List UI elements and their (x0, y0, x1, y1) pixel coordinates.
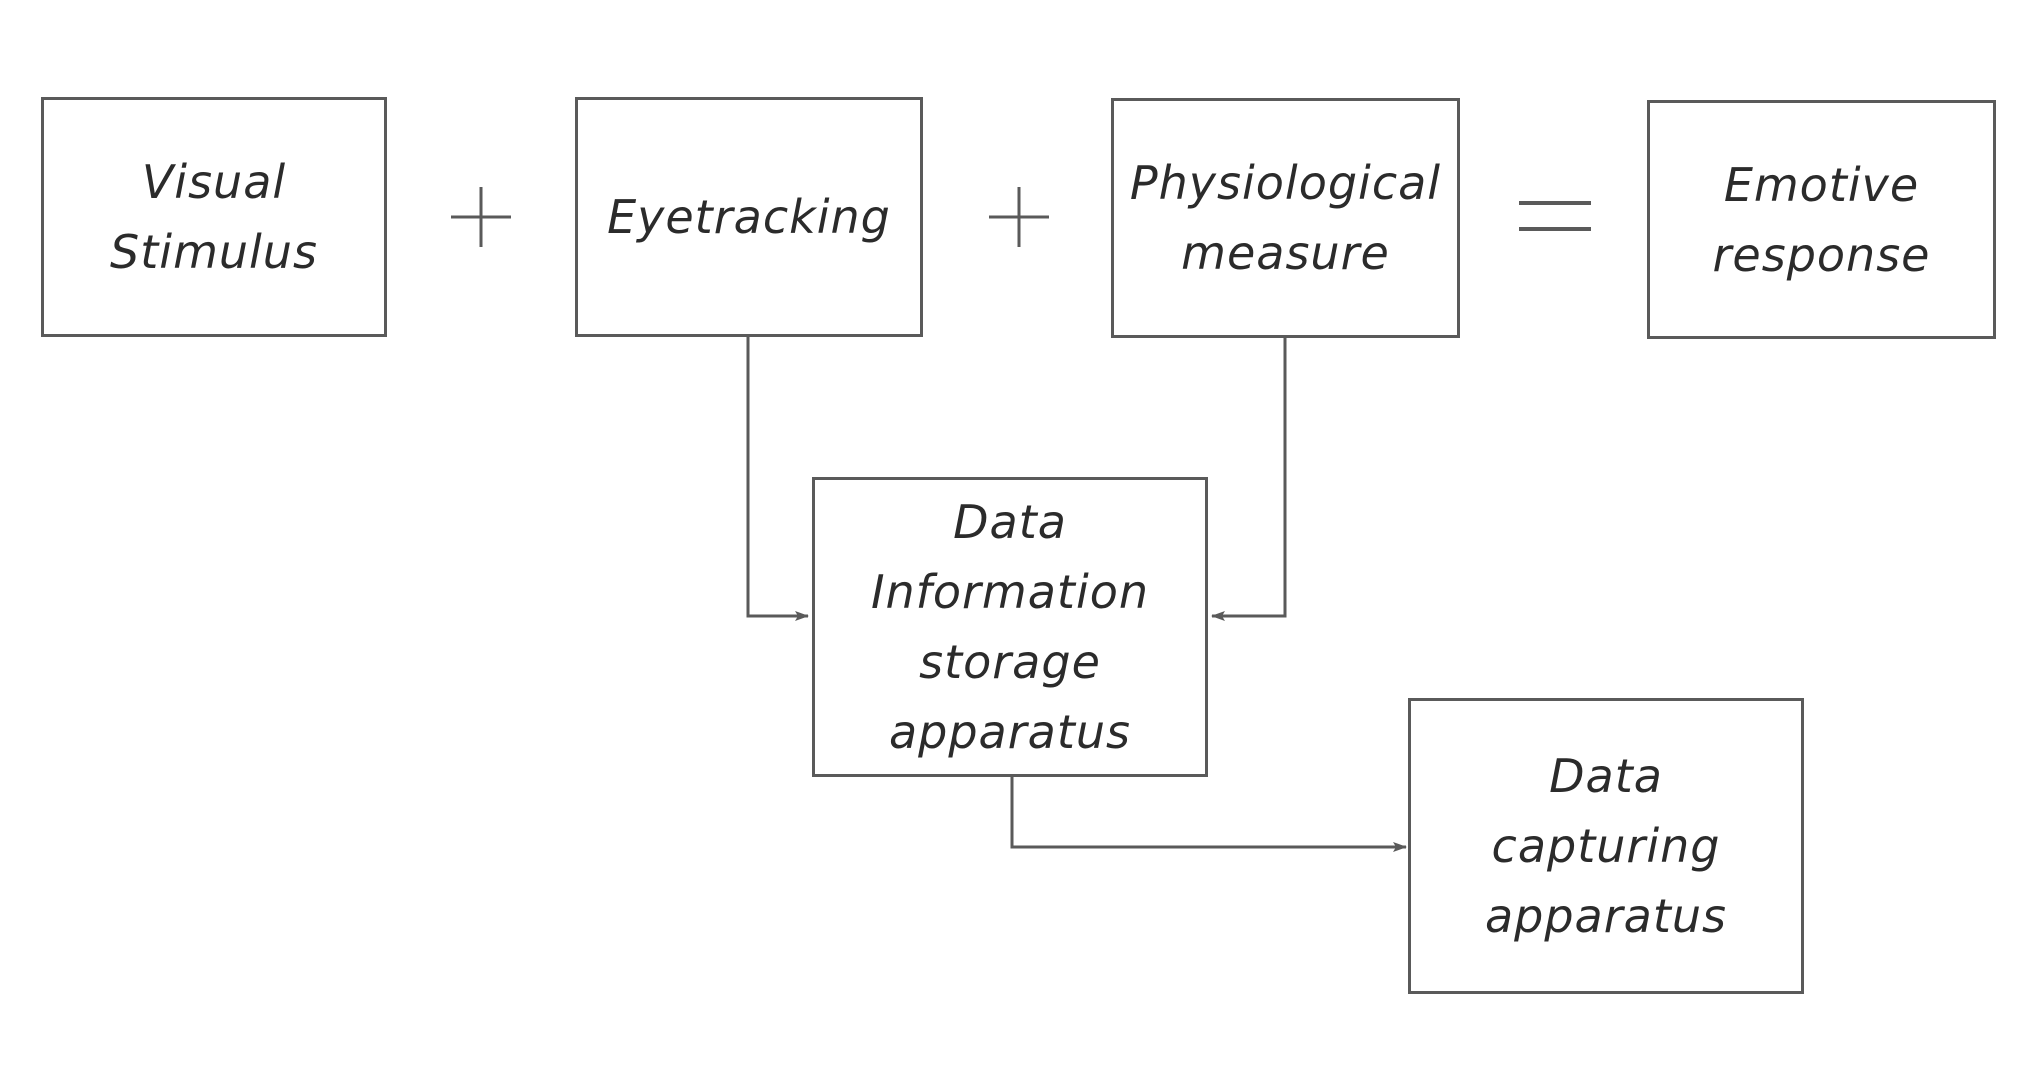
plus-operator-2 (989, 187, 1049, 247)
capturing-label-line1: Data (1549, 741, 1663, 811)
physiological-measure-label-line1: Physiological (1130, 148, 1441, 218)
visual-stimulus-box: Visual Stimulus (41, 97, 387, 337)
physiological-measure-label-line2: measure (1181, 218, 1390, 288)
storage-label-line3: storage (919, 627, 1101, 697)
capturing-label-line3: apparatus (1485, 881, 1727, 951)
emotive-response-label-line1: Emotive (1724, 150, 1919, 220)
storage-label-line1: Data (953, 487, 1067, 557)
data-information-storage-apparatus-box: Data Information storage apparatus (812, 477, 1208, 777)
emotive-response-label-line2: response (1713, 220, 1931, 290)
eyetracking-label: Eyetracking (607, 182, 891, 252)
data-capturing-apparatus-box: Data capturing apparatus (1408, 698, 1804, 994)
equals-operator (1519, 195, 1591, 237)
plus-operator-1 (451, 187, 511, 247)
storage-to-capturing-arrow (1012, 777, 1406, 847)
capturing-label-line2: capturing (1492, 811, 1721, 881)
emotive-response-box: Emotive response (1647, 100, 1996, 339)
eyetracking-box: Eyetracking (575, 97, 923, 337)
storage-label-line2: Information (871, 557, 1149, 627)
physiological-measure-box: Physiological measure (1111, 98, 1460, 338)
visual-stimulus-label-line2: Stimulus (110, 217, 318, 287)
visual-stimulus-label-line1: Visual (142, 147, 286, 217)
storage-label-line4: apparatus (889, 697, 1131, 767)
eyetracking-to-storage-arrow (748, 337, 808, 616)
physiological-to-storage-arrow (1212, 337, 1285, 616)
